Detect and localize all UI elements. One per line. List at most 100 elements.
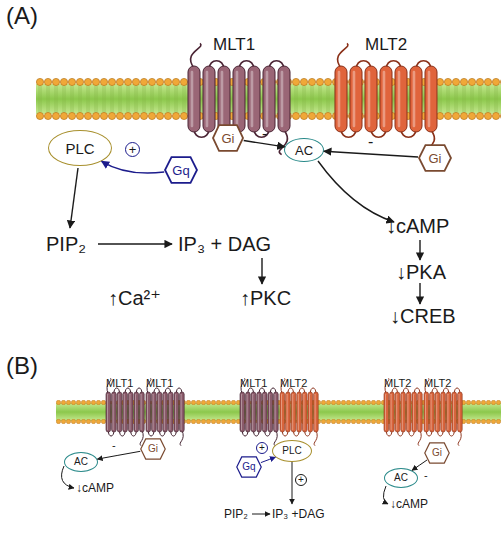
effect-label: ↓cAMP	[386, 216, 449, 236]
hexagon-shape	[425, 443, 449, 463]
helix	[390, 392, 395, 432]
receptor-name: MLT2	[424, 378, 451, 389]
receptor-7tm	[280, 378, 318, 445]
helix-shine	[459, 394, 460, 430]
helix-shine	[303, 394, 304, 430]
pathway-arrow	[292, 462, 293, 504]
edge-sign: +	[256, 442, 268, 454]
pathway-arrows-b	[62, 462, 388, 514]
helix	[251, 392, 256, 432]
edge-sign: +	[125, 142, 140, 157]
pathway-arrow	[419, 240, 420, 260]
pathway-arrow	[419, 283, 420, 304]
node-label: AC	[394, 473, 408, 483]
hexagon-shape	[213, 125, 243, 151]
node-label: Gi	[429, 152, 442, 165]
helix	[424, 392, 429, 432]
helix-shine	[431, 394, 432, 430]
hexagon-shape	[237, 457, 261, 477]
effect-label: ↓cAMP	[390, 498, 428, 510]
helix-shine	[396, 394, 397, 430]
helix	[365, 66, 377, 132]
receptor-7tm	[424, 378, 462, 445]
helix-shine	[425, 394, 426, 430]
helix	[291, 392, 296, 432]
panel-letter: (B)	[6, 354, 38, 378]
helix	[180, 392, 185, 432]
edge-sign: -	[368, 134, 373, 150]
helix-shine	[292, 394, 293, 430]
plc-ellipse: PLC	[48, 130, 112, 166]
activation-arrow	[324, 151, 418, 157]
helix-shine	[442, 394, 443, 430]
n-terminus	[191, 43, 201, 68]
effect-label: ↑PKC	[240, 288, 291, 308]
gi-protein: Gi	[424, 442, 450, 464]
helix	[123, 392, 128, 432]
helix	[384, 392, 389, 432]
pathway-arrow	[98, 243, 172, 244]
helix-shine	[251, 71, 254, 127]
helix-shine	[113, 394, 114, 430]
helix	[246, 392, 251, 432]
plc-ellipse: PLC	[272, 440, 312, 462]
c-terminus	[314, 430, 317, 446]
helix	[418, 392, 423, 432]
helix	[395, 392, 400, 432]
helix-shine	[141, 394, 142, 430]
helix	[257, 392, 262, 432]
helix-shine	[281, 394, 282, 430]
pathway-arrow	[318, 161, 394, 222]
helix-shine	[385, 394, 386, 430]
ac-ellipse: AC	[384, 468, 418, 488]
receptor-7tm	[106, 378, 144, 445]
helix	[435, 392, 440, 432]
receptor-name: MLT1	[240, 378, 267, 389]
helix-shine	[158, 394, 159, 430]
hexagon-shape	[419, 145, 451, 171]
helix-shine	[129, 394, 130, 430]
panel-letter: (A)	[6, 4, 38, 28]
helix	[314, 392, 319, 432]
node-label: AC	[295, 144, 313, 157]
helix	[146, 392, 151, 432]
helix-shine	[135, 394, 136, 430]
helix	[380, 66, 392, 132]
pathway-arrow	[252, 514, 270, 515]
helix-shine	[298, 394, 299, 430]
receptor-name: MLT2	[384, 378, 411, 389]
c-terminus	[458, 430, 461, 446]
helix-shine	[258, 394, 259, 430]
gi-protein: Gi	[140, 438, 166, 460]
helix	[117, 392, 122, 432]
helix-shine	[287, 394, 288, 430]
pathway-arrow	[383, 486, 388, 504]
gq-protein: Gq	[164, 156, 198, 184]
receptor-7tm	[384, 378, 422, 445]
helix-shine	[269, 394, 270, 430]
helix-shine	[275, 394, 276, 430]
helix	[350, 66, 362, 132]
helix	[412, 392, 417, 432]
node-label: Gi	[148, 444, 158, 454]
helix	[280, 392, 285, 432]
helix-shine	[236, 71, 239, 127]
helix	[274, 392, 279, 432]
plus-sign: +	[295, 474, 307, 486]
node-label: Gq	[172, 164, 189, 177]
node-label: PLC	[65, 141, 94, 156]
helix-shine	[153, 394, 154, 430]
helix	[134, 392, 139, 432]
receptor-7tm	[188, 43, 290, 154]
helix	[240, 392, 245, 432]
helix-shine	[247, 394, 248, 430]
helix-shine	[124, 394, 125, 430]
effect-label: ↓PKA	[396, 262, 446, 282]
helix	[188, 66, 200, 132]
receptor-name: MLT2	[280, 378, 307, 389]
gi-protein: Gi	[212, 124, 244, 152]
effect-label: ↓CREB	[390, 306, 456, 326]
pathway-arrows	[70, 161, 420, 304]
helix	[335, 66, 347, 132]
